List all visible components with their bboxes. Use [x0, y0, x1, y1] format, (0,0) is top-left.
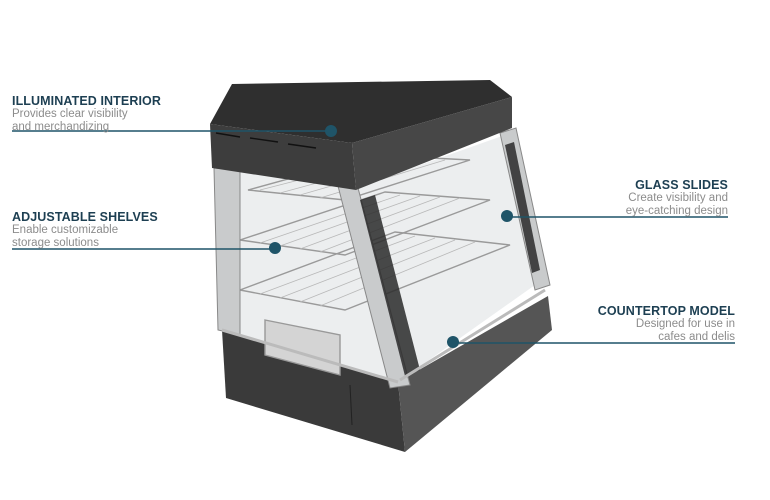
callout-text: eye-catching design — [625, 205, 728, 217]
callout-text: and merchandizing — [12, 121, 110, 133]
callout-dot-countertop — [447, 336, 459, 348]
callout-lines — [12, 130, 735, 344]
callout-title: COUNTERTOP MODEL — [597, 304, 735, 318]
base-front — [222, 330, 405, 452]
callout-dot-shelves — [269, 242, 281, 254]
callout-dot-glass — [501, 210, 513, 222]
callout-glass-slides: GLASS SLIDES Create visibility and eye-c… — [626, 179, 728, 218]
lid-front — [210, 124, 356, 190]
glass-slide-frame — [360, 195, 420, 376]
callout-title: ADJUSTABLE SHELVES — [12, 210, 158, 224]
callout-text: Create visibility and — [628, 192, 728, 204]
callout-countertop-model: COUNTERTOP MODEL Designed for use in caf… — [598, 305, 735, 344]
callout-text: Provides clear visibility — [12, 108, 128, 120]
lid-side — [352, 97, 512, 190]
callout-text: Designed for use in — [635, 318, 735, 330]
callout-title: GLASS SLIDES — [635, 178, 728, 192]
callout-dot-illuminated — [325, 125, 337, 137]
callout-text: cafes and delis — [658, 331, 735, 343]
callout-title: ILLUMINATED INTERIOR — [12, 94, 161, 108]
callout-text: storage solutions — [12, 237, 99, 249]
left-post — [213, 167, 241, 336]
callout-illuminated-interior: ILLUMINATED INTERIOR Provides clear visi… — [12, 95, 161, 134]
base-side — [398, 296, 552, 452]
callout-text: Enable customizable — [12, 224, 119, 236]
lid-top — [210, 80, 512, 143]
callout-adjustable-shelves: ADJUSTABLE SHELVES Enable customizable s… — [12, 211, 158, 250]
